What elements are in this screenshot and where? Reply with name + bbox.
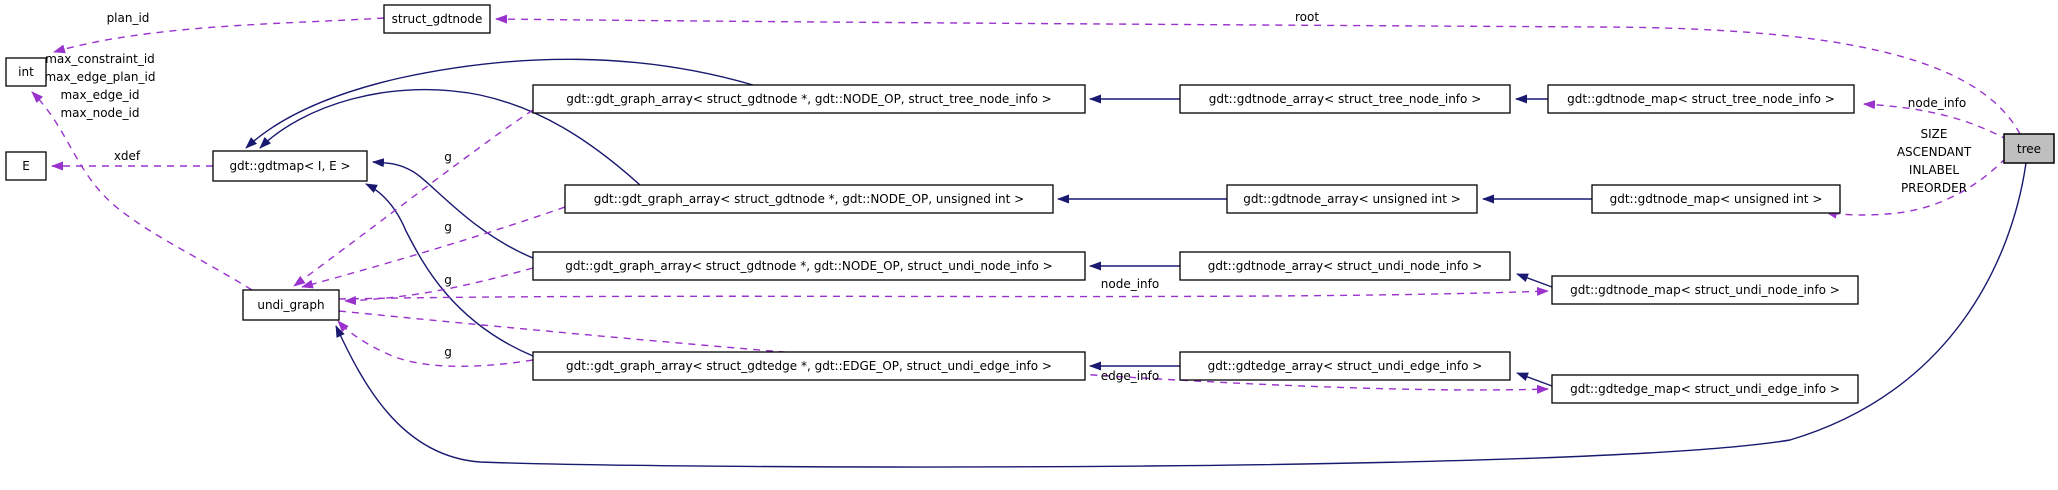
edge-label-xdef: xdef (114, 149, 141, 163)
svg-text:gdt::gdtnode_array< unsigned i: gdt::gdtnode_array< unsigned int > (1243, 192, 1461, 206)
svg-text:gdt::gdt_graph_array< struct_g: gdt::gdt_graph_array< struct_gdtnode *, … (565, 259, 1052, 273)
node-edge-map-undi-edge[interactable]: gdt::gdtedge_map< struct_undi_edge_info … (1551, 374, 1859, 404)
edge-label-max-edge-plan-id: max_edge_plan_id (44, 70, 155, 84)
edge-undigraph-to-nodemap-undinode-nodeinfo (338, 286, 1549, 300)
node-node-array-uint[interactable]: gdt::gdtnode_array< unsigned int > (1226, 184, 1478, 214)
edge-tree-to-structgdtnode-root (495, 14, 2021, 135)
node-edge-array-undi-edge[interactable]: gdt::gdtedge_array< struct_undi_edge_inf… (1179, 351, 1511, 381)
edge-tree-to-nodemap-tree-nodeinfo (1863, 100, 2009, 141)
edge-label-edge-info-undi: edge_info (1101, 369, 1160, 383)
node-graph-array-uint[interactable]: gdt::gdt_graph_array< struct_gdtnode *, … (564, 184, 1054, 214)
edge-label-root: root (1295, 10, 1319, 24)
edge-grapharray-uint-to-undigraph-g (301, 206, 566, 289)
edge-label-tree-member-ascendant: ASCENDANT (1897, 145, 1972, 159)
node-tree[interactable]: tree (2003, 133, 2055, 164)
node-struct-gdtnode[interactable]: struct_gdtnode (383, 4, 491, 34)
node-gdtmap[interactable]: gdt::gdtmap< I, E > (212, 150, 368, 182)
edge-grapharray-tree-to-undigraph-g (293, 109, 534, 287)
node-e[interactable]: E (5, 151, 47, 181)
edge-label-max-constraint-id: max_constraint_id (45, 52, 155, 66)
edge-tree-to-undigraph (335, 162, 2027, 468)
edge-grapharray-tree-to-gdtmap (245, 58, 754, 149)
edge-label-g-3: g (444, 273, 452, 287)
svg-text:gdt::gdtmap< I, E >: gdt::gdtmap< I, E > (229, 159, 350, 173)
svg-text:tree: tree (2017, 142, 2041, 156)
edge-grapharray-uint-to-gdtmap (259, 88, 641, 186)
svg-text:E: E (22, 159, 30, 173)
svg-text:gdt::gdtnode_array< struct_und: gdt::gdtnode_array< struct_undi_node_inf… (1208, 259, 1483, 273)
svg-text:gdt::gdtnode_map< struct_undi_: gdt::gdtnode_map< struct_undi_node_info … (1570, 283, 1840, 297)
edge-label-plan-id: plan_id (107, 11, 150, 25)
edge-label-node-info-undi: node_info (1101, 277, 1159, 291)
edge-label-tree-member-size: SIZE (1921, 127, 1948, 141)
svg-text:gdt::gdtedge_map< struct_undi_: gdt::gdtedge_map< struct_undi_edge_info … (1570, 382, 1840, 396)
edge-label-max-node-id: max_node_id (60, 106, 139, 120)
svg-text:gdt::gdt_graph_array< struct_g: gdt::gdt_graph_array< struct_gdtnode *, … (566, 92, 1051, 106)
edge-label-max-edge-id: max_edge_id (60, 88, 139, 102)
edge-label-g-2: g (444, 220, 452, 234)
edge-grapharray-undiedge-to-gdtmap (365, 183, 534, 357)
svg-text:gdt::gdtnode_map< struct_tree_: gdt::gdtnode_map< struct_tree_node_info … (1567, 92, 1835, 106)
node-node-map-tree[interactable]: gdt::gdtnode_map< struct_tree_node_info … (1547, 84, 1855, 114)
edge-label-g-4: g (444, 345, 452, 359)
svg-text:undi_graph: undi_graph (257, 298, 324, 312)
edge-label-tree-member-preorder: PREORDER (1901, 181, 1967, 195)
edge-labels: plan_id max_constraint_id max_edge_plan_… (44, 10, 1971, 383)
node-node-map-uint[interactable]: gdt::gdtnode_map< unsigned int > (1591, 184, 1841, 214)
svg-text:gdt::gdtedge_array< struct_und: gdt::gdtedge_array< struct_undi_edge_inf… (1208, 359, 1483, 373)
edge-structgdtnode-to-int-planid (53, 17, 385, 54)
node-int[interactable]: int (5, 57, 47, 87)
node-undi-graph[interactable]: undi_graph (242, 289, 340, 321)
edge-nodemap-undinode-to-nodearray-undinode (1516, 273, 1553, 288)
node-graph-array-undi-edge[interactable]: gdt::gdt_graph_array< struct_gdtedge *, … (532, 351, 1086, 381)
svg-text:int: int (18, 65, 34, 79)
svg-text:gdt::gdtnode_map< unsigned int: gdt::gdtnode_map< unsigned int > (1610, 192, 1823, 206)
edge-tree-to-nodemap-uint-members (1825, 157, 2007, 219)
node-node-array-undi-node[interactable]: gdt::gdtnode_array< struct_undi_node_inf… (1179, 251, 1511, 281)
node-node-map-undi-node[interactable]: gdt::gdtnode_map< struct_undi_node_info … (1551, 275, 1859, 305)
edge-label-g-1: g (444, 150, 452, 164)
svg-text:gdt::gdt_graph_array< struct_g: gdt::gdt_graph_array< struct_gdtnode *, … (594, 192, 1024, 206)
svg-text:gdt::gdtnode_array< struct_tre: gdt::gdtnode_array< struct_tree_node_inf… (1209, 92, 1482, 106)
svg-text:struct_gdtnode: struct_gdtnode (392, 12, 483, 26)
svg-text:gdt::gdt_graph_array< struct_g: gdt::gdt_graph_array< struct_gdtedge *, … (566, 359, 1052, 373)
edge-edgemap-undiedge-to-edgearray-undiedge (1516, 372, 1553, 387)
nodes: int E struct_gdtnode gdt::gdtmap< I, E >… (5, 4, 2055, 404)
node-graph-array-tree[interactable]: gdt::gdt_graph_array< struct_gdtnode *, … (532, 84, 1086, 114)
edge-label-node-info-tree: node_info (1908, 96, 1966, 110)
edge-grapharray-undiedge-to-undigraph-g (337, 320, 534, 367)
node-node-array-tree[interactable]: gdt::gdtnode_array< struct_tree_node_inf… (1179, 84, 1511, 114)
node-graph-array-undi-node[interactable]: gdt::gdt_graph_array< struct_gdtnode *, … (532, 251, 1086, 281)
edge-undigraph-to-int-maxids (31, 91, 253, 291)
edge-label-tree-member-inlabel: INLABEL (1909, 163, 1960, 177)
edge-grapharray-undinode-to-gdtmap (372, 158, 534, 259)
